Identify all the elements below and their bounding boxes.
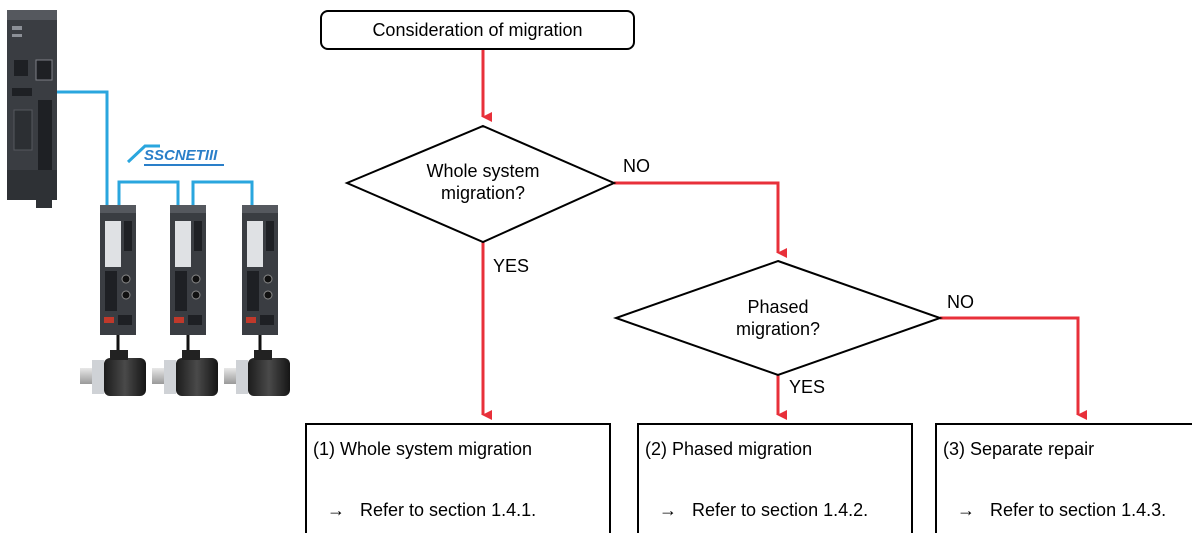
servo-amplifier-3-image: [242, 205, 278, 335]
decision-phased-line2: migration?: [735, 319, 821, 339]
result-reference: → Refer to section 1.4.3.: [947, 500, 1166, 521]
decision-phased-diamond: [612, 259, 944, 377]
decision-phased-yes-label: YES: [789, 377, 826, 397]
decision-phased-no-label: NO: [947, 292, 974, 312]
decision-whole-system-line1: Whole system: [426, 161, 540, 181]
decision-phased-line1: Phased: [747, 297, 809, 317]
start-node: Consideration of migration: [320, 10, 635, 50]
system-illustration: SSCNETIII: [7, 10, 290, 396]
reference-text: Refer to section 1.4.3.: [990, 500, 1167, 520]
arrow-decision2-no: [940, 316, 1087, 420]
servo-motor-1-image: [80, 350, 146, 396]
result-phased-migration: (2) Phased migration → Refer to section …: [637, 423, 913, 533]
servo-amplifier-2-image: [170, 205, 206, 335]
result-reference: → Refer to section 1.4.2.: [649, 500, 868, 521]
decision-whole-system-no-label: NO: [623, 156, 650, 176]
sscnet-logo-text: SSCNETIII: [144, 147, 218, 164]
decision-whole-system-label: Whole system migration?: [403, 160, 563, 204]
decision-whole-system-yes-label: YES: [493, 256, 530, 276]
flow-arrows: [481, 50, 1087, 420]
result-whole-system-migration: (1) Whole system migration → Refer to se…: [305, 423, 611, 533]
arrow-decision1-no: [614, 181, 787, 258]
servo-motor-2-image: [152, 350, 218, 396]
result-reference: → Refer to section 1.4.1.: [317, 500, 536, 521]
result-separate-repair: (3) Separate repair → Refer to section 1…: [935, 423, 1192, 533]
motion-controller-image: [7, 10, 57, 208]
result-title: (1) Whole system migration: [313, 439, 533, 459]
reference-text: Refer to section 1.4.1.: [360, 500, 537, 520]
reference-text: Refer to section 1.4.2.: [692, 500, 869, 520]
decision-phased-label: Phased migration?: [698, 296, 858, 340]
right-arrow-icon: →: [327, 500, 345, 520]
start-node-label: Consideration of migration: [372, 19, 583, 40]
right-arrow-icon: →: [659, 500, 677, 520]
result-title: (3) Separate repair: [943, 439, 1095, 459]
sscnet-cables: [57, 90, 254, 205]
result-title: (2) Phased migration: [645, 439, 813, 459]
decision-whole-system-line2: migration?: [440, 183, 526, 203]
sscnet-logo: SSCNETIII: [126, 144, 226, 166]
servo-motor-3-image: [224, 350, 290, 396]
right-arrow-icon: →: [957, 500, 975, 520]
decision-whole-system-diamond: [344, 124, 617, 244]
servo-amplifier-1-image: [100, 205, 136, 335]
